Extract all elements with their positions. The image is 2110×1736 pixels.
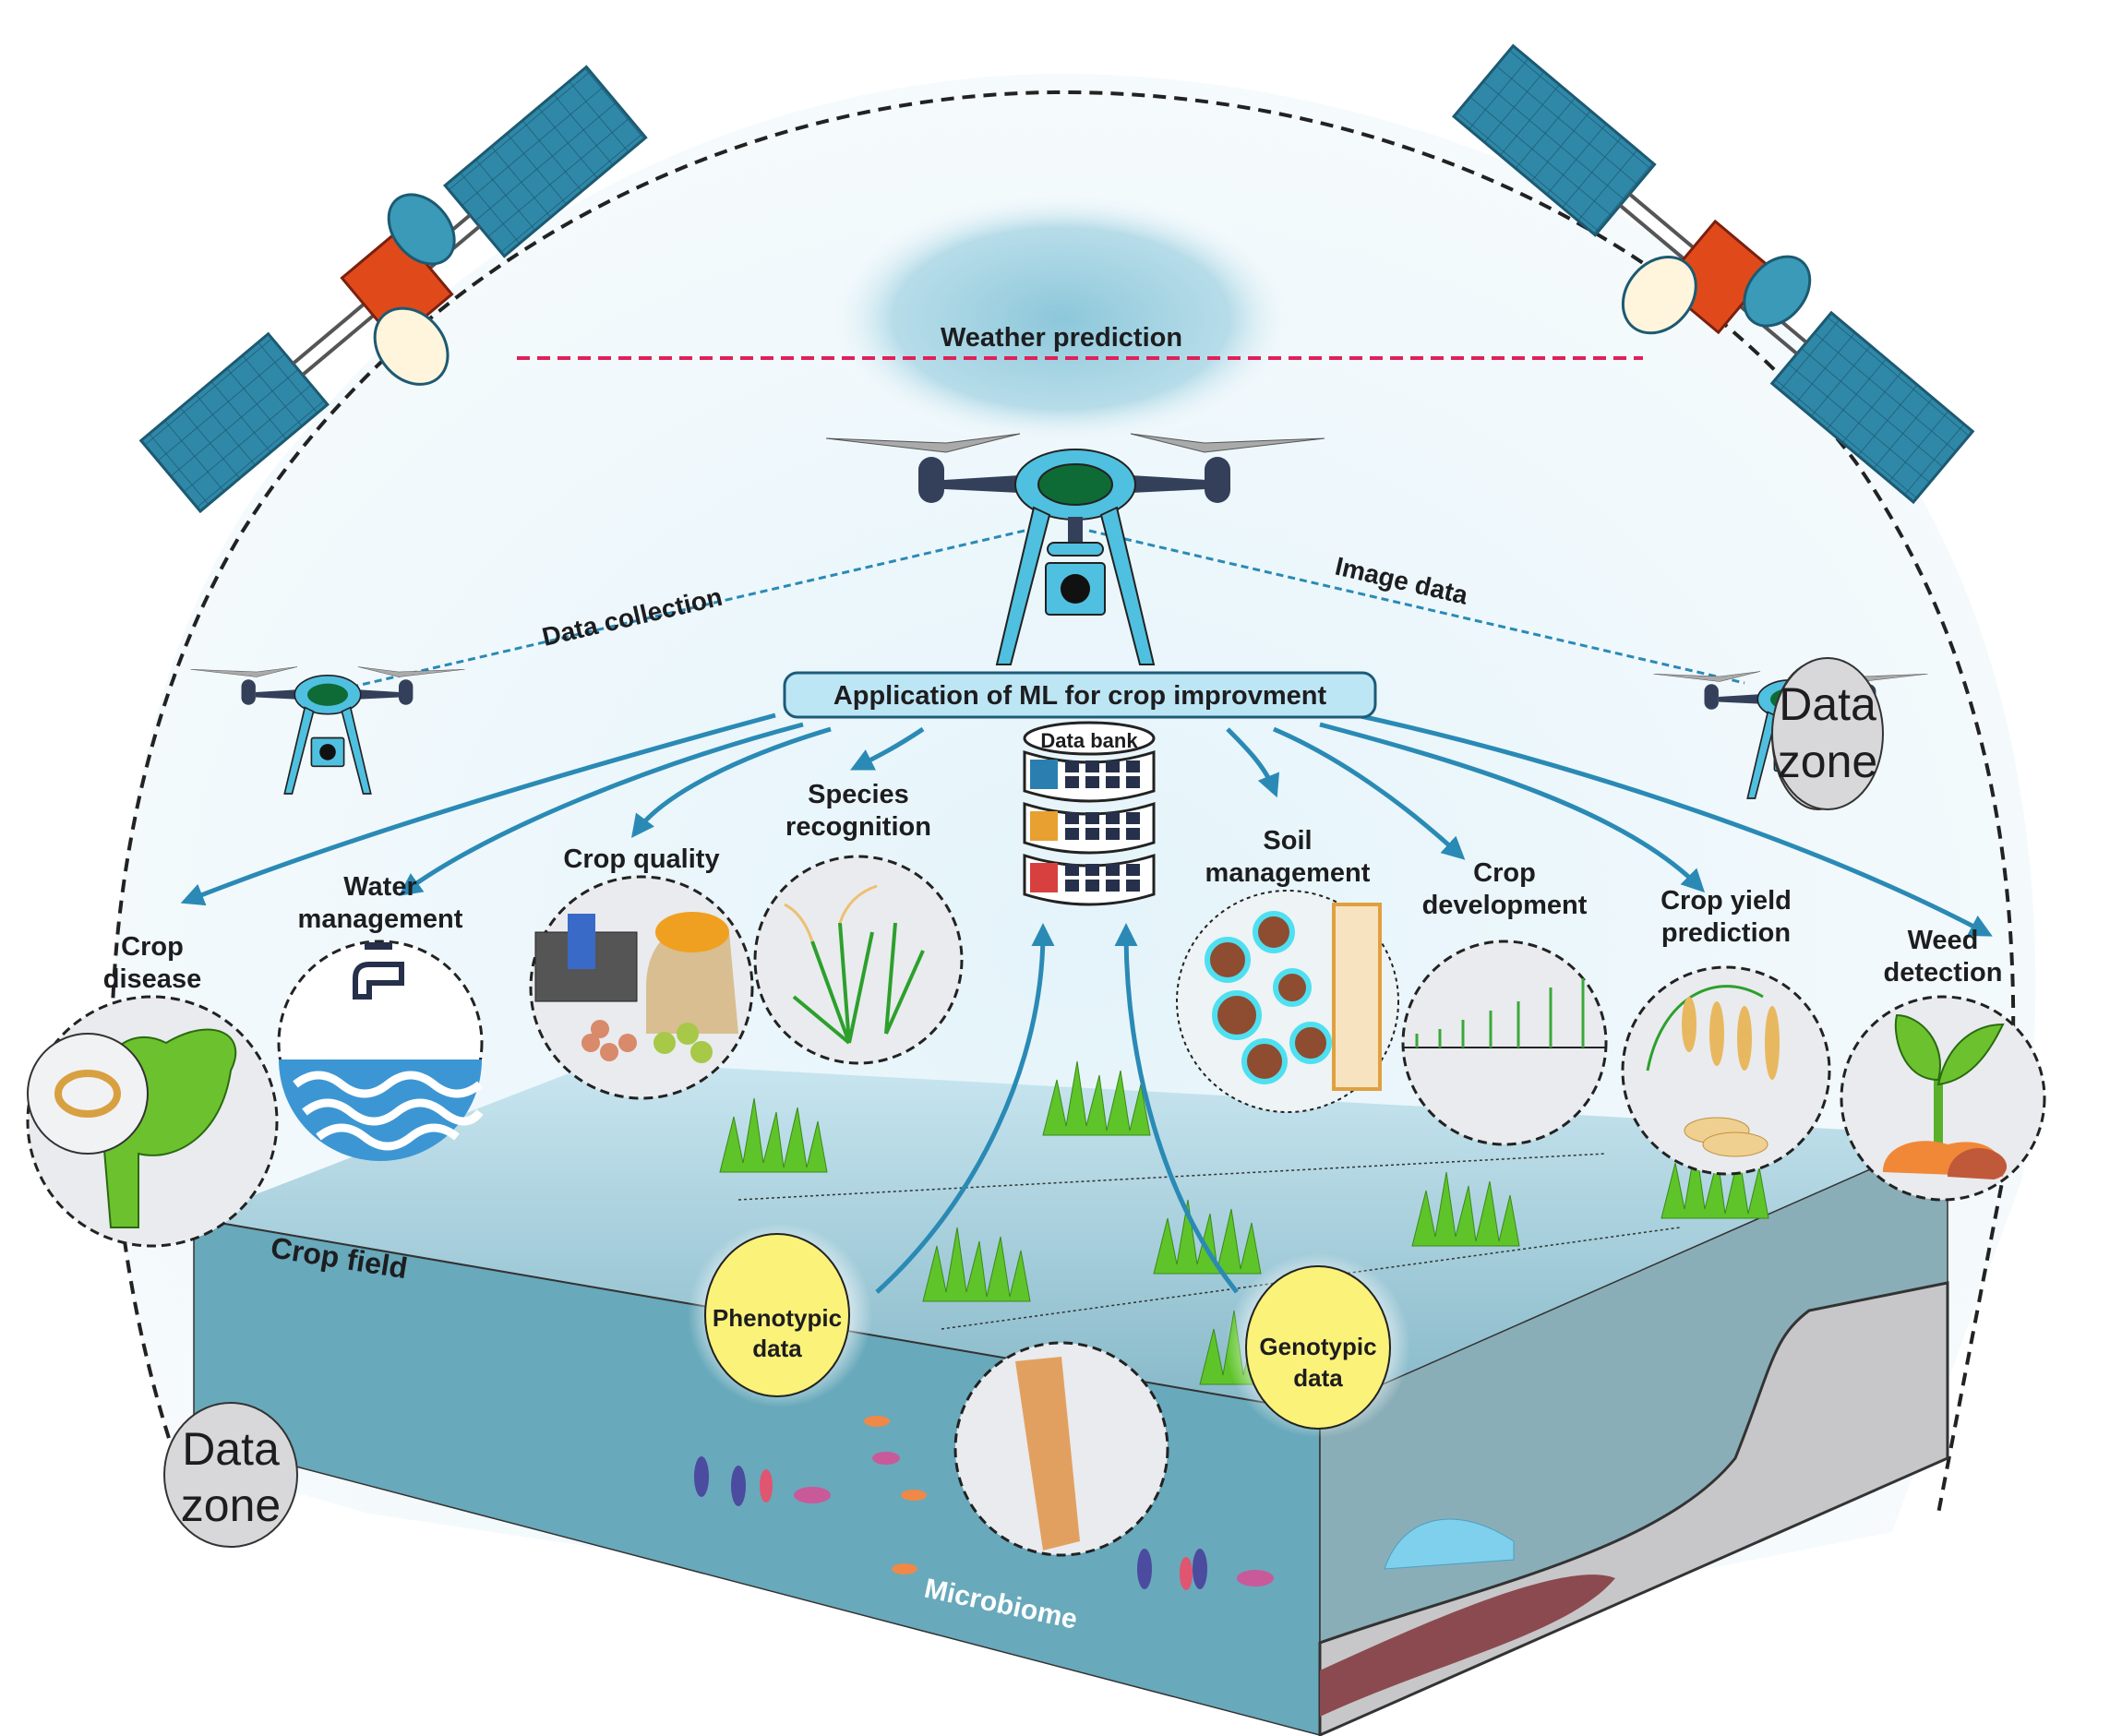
svg-text:prediction: prediction (1661, 918, 1791, 948)
application-crop-disease: Crop disease (26, 932, 279, 1248)
microbiome-illustration (694, 1341, 1274, 1590)
svg-text:Data: Data (1779, 678, 1876, 730)
satellite-right-icon (1451, 43, 1975, 505)
weather-cloud (821, 189, 1301, 448)
data-bank-cell (1065, 812, 1079, 824)
data-bank-layer (1023, 801, 1156, 855)
svg-text:disease: disease (103, 964, 201, 994)
genotypic-to-databank-arrow (1114, 923, 1239, 1294)
satellite-left-icon (138, 65, 648, 514)
svg-text:Phenotypic: Phenotypic (713, 1304, 842, 1332)
data-bank-cell (1065, 776, 1079, 788)
data-bank-layer (1023, 749, 1156, 803)
phenotypic-data-node: Phenotypic data (688, 1223, 872, 1407)
application-species-recognition: Species recognition (753, 780, 964, 1065)
data-zone-bottom-left: Data zone (163, 1402, 298, 1548)
svg-text:Weed: Weed (1908, 926, 1979, 955)
crop-field: Crop field Microbiome (193, 1061, 1949, 1736)
data-bank-color-swatch (1030, 811, 1058, 841)
svg-text:zone: zone (181, 1479, 281, 1531)
data-bank-cell (1085, 864, 1099, 876)
field-top (194, 1061, 1948, 1412)
svg-text:management: management (298, 904, 463, 934)
application-crop-quality: Crop quality (529, 844, 754, 1100)
application-arrows (180, 712, 1993, 937)
data-bank-icon: Data bank (1023, 721, 1156, 906)
data-collection-link (308, 529, 1025, 699)
data-bank-cell (1126, 760, 1140, 772)
data-bank-cell (1065, 864, 1079, 876)
data-bank-cell (1106, 864, 1120, 876)
svg-text:data: data (1293, 1364, 1343, 1392)
data-bank-cell (1085, 812, 1099, 824)
svg-text:recognition: recognition (785, 812, 931, 842)
data-bank-cell (1085, 880, 1099, 892)
svg-text:Soil: Soil (1263, 826, 1312, 856)
svg-text:detection: detection (1884, 958, 2003, 988)
data-bank-cell (1126, 812, 1140, 824)
image-data-link (1088, 529, 1745, 685)
bacteria-mound (1384, 1518, 1515, 1570)
title-text: Application of ML for crop improvment (833, 681, 1327, 711)
svg-text:Species: Species (808, 780, 909, 809)
application-water-management: Water management (277, 872, 484, 1161)
data-bank-label: Data bank (1040, 729, 1138, 752)
svg-text:Crop: Crop (1473, 858, 1536, 888)
svg-text:zone: zone (1778, 736, 1877, 787)
rock-vein (1320, 1574, 1615, 1717)
application-crop-development: Crop development (1401, 858, 1608, 1146)
phenotypic-to-databank-arrow (875, 923, 1055, 1294)
svg-text:Water: Water (343, 872, 417, 902)
svg-text:Data: Data (182, 1423, 280, 1475)
svg-text:data: data (752, 1335, 802, 1362)
data-bank-cell (1126, 828, 1140, 840)
data-bank-cell (1126, 880, 1140, 892)
data-bank-cell (1085, 760, 1099, 772)
application-soil-management: Soil management (1176, 826, 1399, 1113)
data-bank-color-swatch (1030, 863, 1058, 892)
application-crop-yield-prediction: Crop yield prediction (1621, 886, 1831, 1176)
svg-text:Crop quality: Crop quality (563, 844, 719, 874)
data-bank-cell (1085, 776, 1099, 788)
title-box: Application of ML for crop improvment (783, 671, 1377, 719)
data-bank-cell (1106, 828, 1120, 840)
data-zone-right: Data zone (1771, 657, 1884, 810)
svg-text:Genotypic: Genotypic (1259, 1333, 1376, 1360)
drone-left-icon (190, 666, 465, 795)
data-bank-cell (1065, 828, 1079, 840)
data-bank-cell (1085, 828, 1099, 840)
data-bank-cell (1106, 760, 1120, 772)
svg-text:development: development (1422, 891, 1588, 920)
dashed-boundary (109, 90, 2016, 1515)
svg-text:management: management (1205, 858, 1371, 888)
svg-text:Crop: Crop (121, 932, 184, 962)
data-bank-cell (1065, 880, 1079, 892)
data-bank-cell (1126, 776, 1140, 788)
data-bank-cell (1106, 880, 1120, 892)
application-weed-detection: Weed detection (1840, 926, 2046, 1202)
data-bank-cell (1065, 760, 1079, 772)
data-bank-cell (1126, 864, 1140, 876)
data-bank-cell (1106, 812, 1120, 824)
weather-prediction-label: Weather prediction (941, 323, 1182, 353)
genotypic-data-node: Genotypic data (1226, 1253, 1410, 1438)
data-bank-layer (1023, 853, 1156, 906)
data-bank-color-swatch (1030, 760, 1058, 789)
data-bank-cell (1106, 776, 1120, 788)
svg-text:Crop yield: Crop yield (1660, 886, 1792, 916)
drone-main-icon (825, 433, 1325, 665)
